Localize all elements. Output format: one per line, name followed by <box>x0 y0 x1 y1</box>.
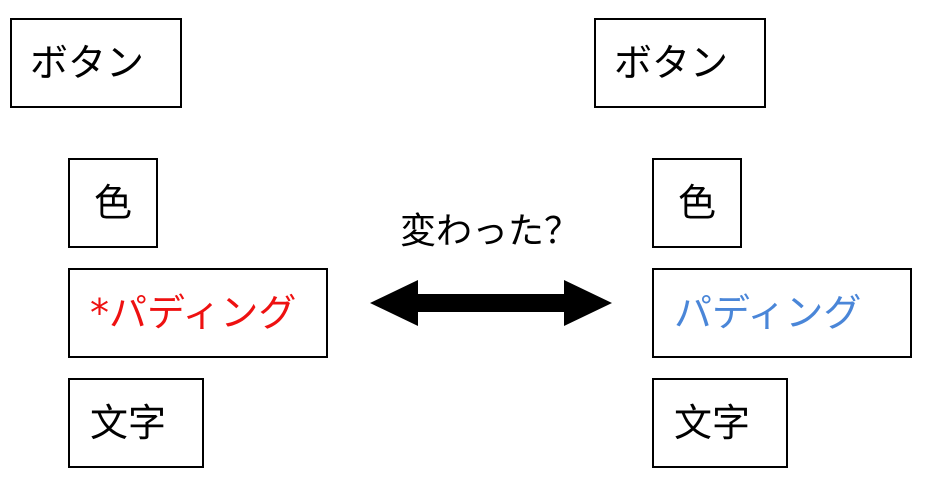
left-text-box: 文字 <box>68 378 204 468</box>
left-padding-label: *パディング <box>90 291 297 335</box>
right-padding-label: パディング <box>674 291 862 335</box>
left-color-box: 色 <box>68 158 158 248</box>
left-padding-box: *パディング <box>68 268 328 358</box>
right-color-box: 色 <box>652 158 742 248</box>
left-text-label: 文字 <box>90 401 167 445</box>
right-text-box: 文字 <box>652 378 788 468</box>
right-button-box: ボタン <box>594 18 766 108</box>
right-text-label: 文字 <box>674 401 751 445</box>
left-button-label: ボタン <box>30 41 145 85</box>
left-button-box: ボタン <box>10 18 182 108</box>
right-button-label: ボタン <box>614 41 729 85</box>
right-color-label: 色 <box>677 181 716 225</box>
change-question-label: 変わった？ <box>399 211 580 252</box>
right-padding-box: パディング <box>652 268 912 358</box>
double-arrow-icon <box>370 280 612 326</box>
left-color-label: 色 <box>93 181 132 225</box>
